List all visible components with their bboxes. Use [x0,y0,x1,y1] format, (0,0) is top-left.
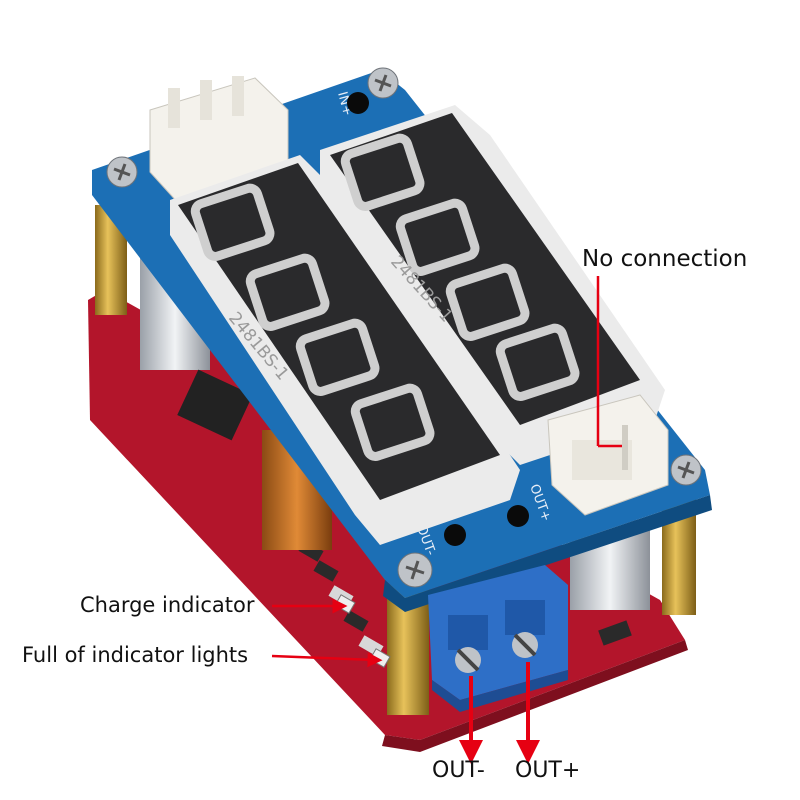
screw-icon [670,454,702,486]
label-out-plus: OUT+ [515,758,581,783]
label-full-indicator: Full of indicator lights [22,643,249,667]
screw-icon [397,552,433,588]
annotation-arrows [271,276,622,764]
label-out-minus: OUT- [432,758,485,783]
display-left: 2481BS-1 [170,155,520,545]
label-charge-indicator: Charge indicator [80,593,255,617]
arrow-full [271,652,383,668]
screw-icon [367,67,399,99]
screw-icon [106,156,138,188]
label-no-connection: No connection [582,246,748,272]
display-right: 2481BS-1 [320,105,665,465]
terminal-screw-icon [455,647,481,673]
screws [106,67,702,588]
terminal-block [428,565,568,712]
terminal-screw-icon [512,632,538,658]
